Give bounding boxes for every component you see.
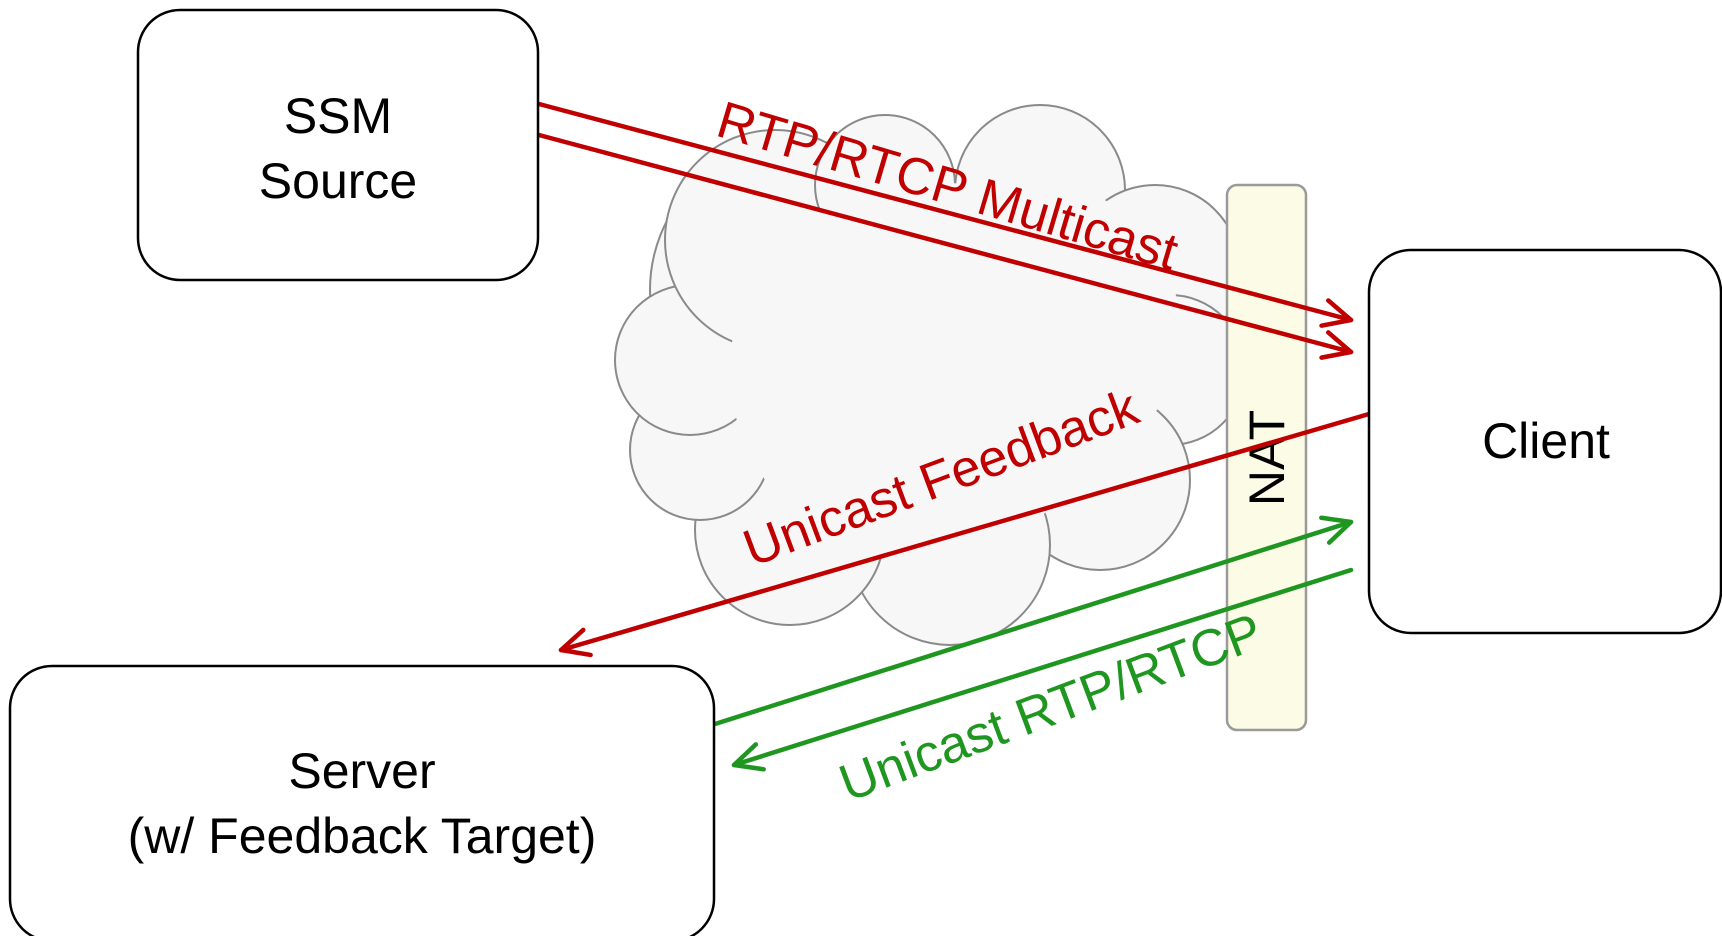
server-label-line2: (w/ Feedback Target) [128, 808, 597, 864]
client-label: Client [1482, 413, 1610, 469]
server-node: Server (w/ Feedback Target) [8, 664, 716, 936]
unicast-rtcp-arrow [731, 567, 1354, 772]
arrows [536, 101, 1372, 772]
server-label-line1: Server [288, 743, 435, 799]
unicast-rtp-arrow [712, 515, 1354, 727]
ssm-source-label-line1: SSM [284, 88, 392, 144]
client-node: Client [1367, 248, 1722, 635]
nat-label: NAT [1239, 410, 1295, 506]
nat-device: NAT [1225, 183, 1308, 732]
ssm-source-label-line2: Source [259, 153, 417, 209]
unicast-rtp-rtcp-label: Unicast RTP/RTCP [832, 603, 1270, 814]
multicast-arrow-1 [536, 101, 1354, 328]
network-cloud-icon [614, 104, 1246, 646]
multicast-arrow-2 [536, 132, 1354, 360]
ssm-source-node: SSM Source [136, 8, 540, 282]
unicast-feedback-arrow [558, 411, 1372, 658]
